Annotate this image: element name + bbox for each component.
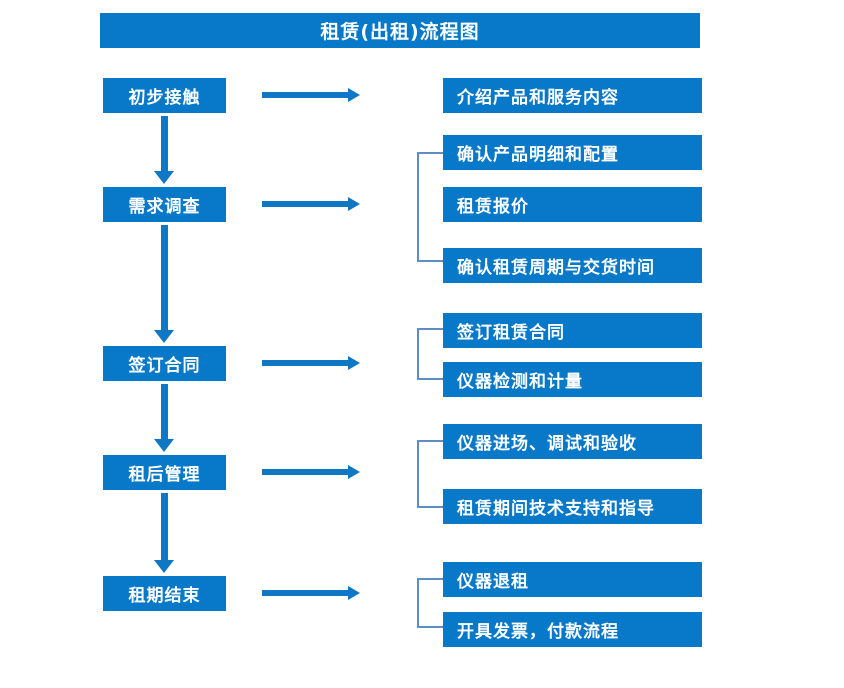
detail-box-7[interactable]: 仪器进场、调试和验收 (443, 424, 702, 459)
detail-box-9[interactable]: 仪器退租 (443, 562, 702, 597)
detail-box-1[interactable]: 介绍产品和服务内容 (443, 78, 702, 113)
detail-box-3[interactable]: 租赁报价 (443, 187, 702, 222)
detail-box-8[interactable]: 租赁期间技术支持和指导 (443, 489, 702, 524)
right-arrow-5 (262, 583, 360, 603)
detail-box-4[interactable]: 确认租赁周期与交货时间 (443, 248, 702, 283)
down-arrow-3 (152, 384, 176, 452)
right-arrow-4 (262, 462, 360, 482)
right-arrow-1 (262, 85, 360, 105)
stage-box-4[interactable]: 租后管理 (103, 455, 226, 490)
group-bracket-4 (417, 578, 443, 628)
group-bracket-2 (417, 328, 443, 380)
stage-box-1[interactable]: 初步接触 (103, 78, 226, 113)
down-arrow-2 (152, 225, 176, 343)
right-arrow-3 (262, 353, 360, 373)
detail-box-6[interactable]: 仪器检测和计量 (443, 362, 702, 397)
stage-box-3[interactable]: 签订合同 (103, 346, 226, 381)
down-arrow-1 (152, 116, 176, 184)
diagram-title: 租赁(出租)流程图 (100, 13, 700, 48)
detail-box-5[interactable]: 签订租赁合同 (443, 313, 702, 348)
detail-box-2[interactable]: 确认产品明细和配置 (443, 135, 702, 170)
right-arrow-2 (262, 194, 360, 214)
group-bracket-1 (417, 152, 443, 262)
stage-box-5[interactable]: 租期结束 (103, 576, 226, 611)
group-bracket-3 (417, 440, 443, 508)
stage-box-2[interactable]: 需求调查 (103, 187, 226, 222)
down-arrow-4 (152, 493, 176, 573)
detail-box-10[interactable]: 开具发票，付款流程 (443, 612, 702, 647)
